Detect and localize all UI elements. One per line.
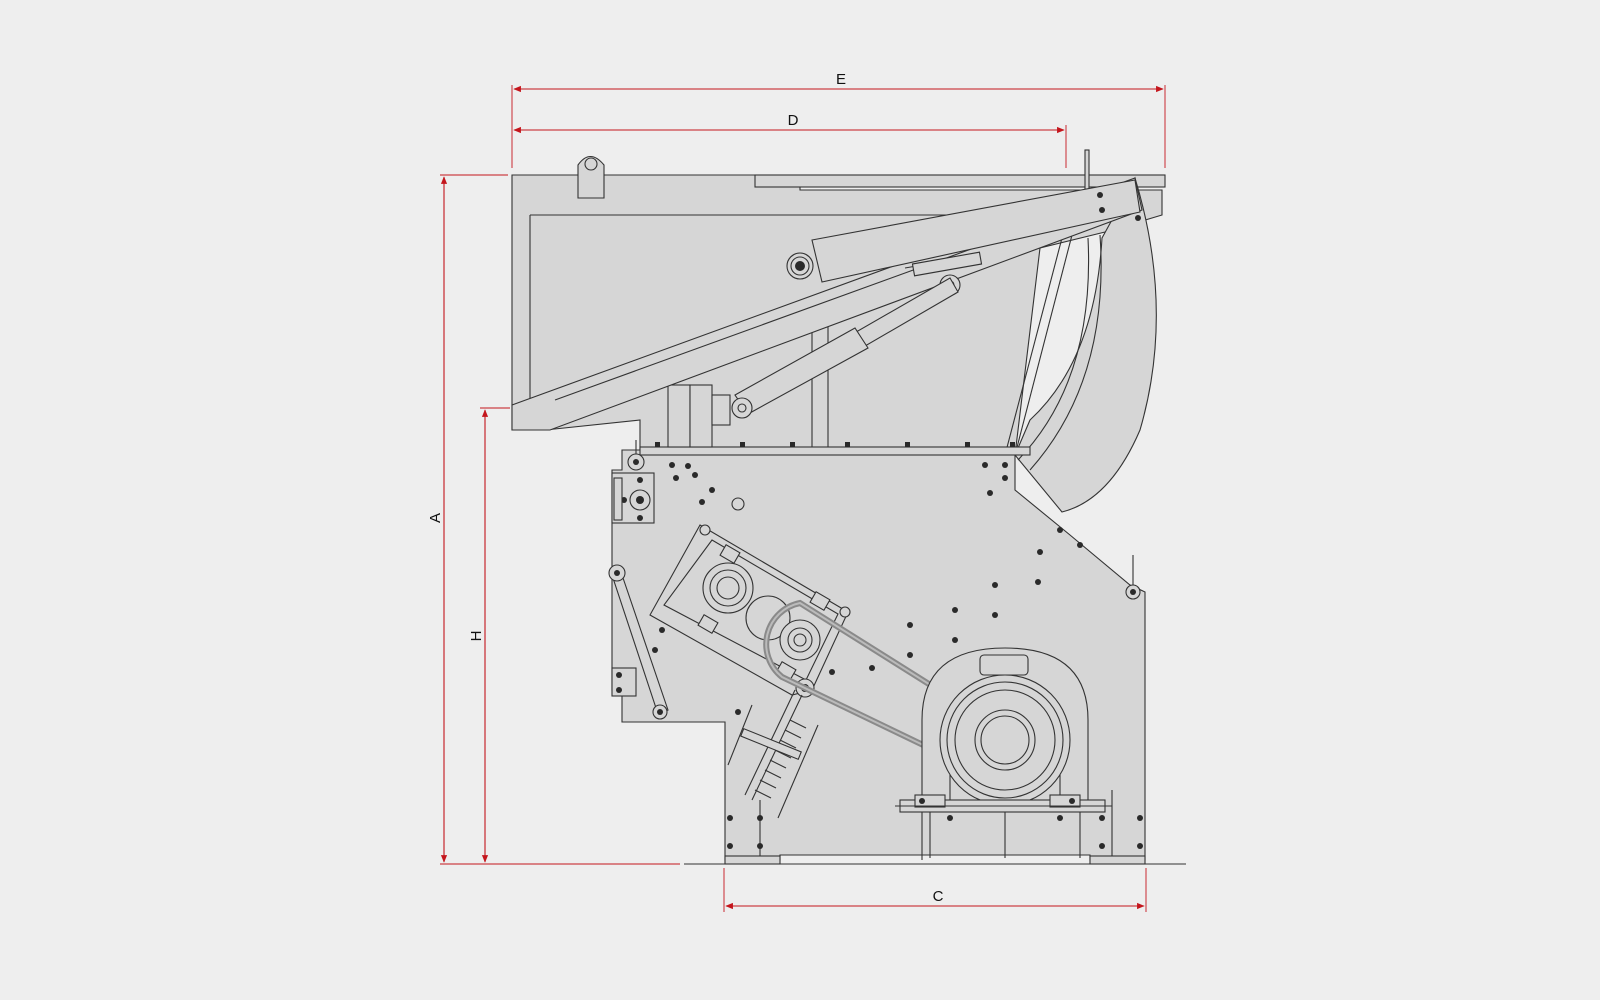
sensor-icon [731,497,745,511]
gearbox-output-shaft [779,619,821,661]
lifting-eye [577,155,605,199]
dimension-h-label: H [468,631,485,642]
machine-outline [511,149,1186,865]
dimension-lines: E D A H C [427,71,1166,912]
foot-right [1089,855,1146,865]
dimension-e-label: E [836,71,846,88]
side-clamp [611,667,637,697]
hydraulic-cylinder-upper [811,179,1141,283]
rotor-cover [1014,176,1157,513]
housing-bolts [652,462,1143,849]
hopper-top-plate [754,174,1166,188]
dimension-d-label: D [788,112,799,129]
tension-spring [727,689,819,819]
dimension-c-label: C [933,888,944,905]
foot-left [724,855,781,865]
dimension-a-label: A [427,513,444,523]
